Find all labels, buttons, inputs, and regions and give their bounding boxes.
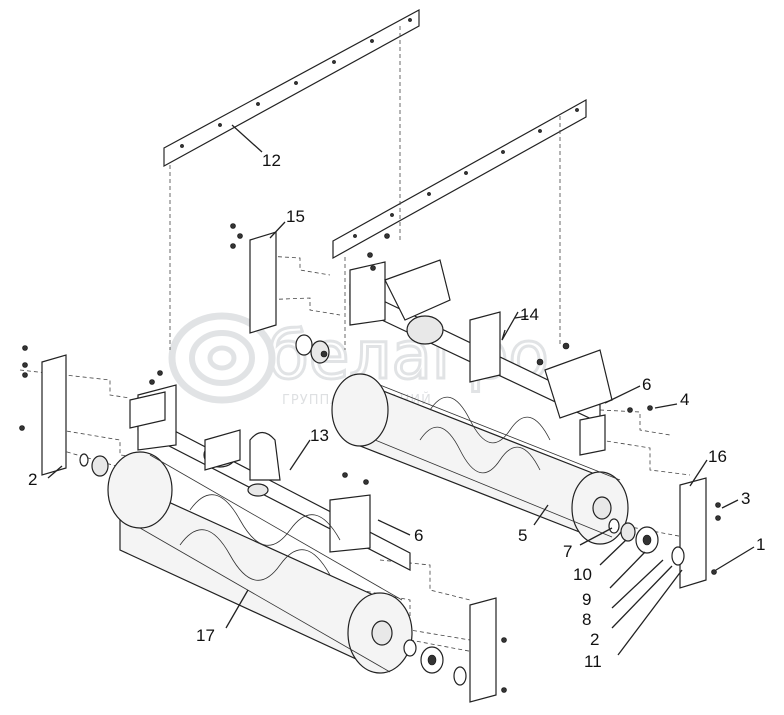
callout-2-left: 2 [28, 470, 37, 489]
callout-15: 15 [286, 207, 305, 226]
side-plate-front-right [469, 597, 497, 703]
flat-bar-lower [332, 98, 587, 260]
callout-8: 8 [582, 610, 591, 629]
callout-labels: 12 15 14 13 6 4 16 3 1 2 6 5 7 10 9 8 2 … [28, 151, 765, 671]
flat-bar-upper [163, 8, 420, 168]
callout-7: 7 [563, 542, 572, 561]
callout-12: 12 [262, 151, 281, 170]
side-plate-15 [249, 231, 277, 334]
callout-6-front: 6 [414, 526, 423, 545]
bar-holes [180, 18, 579, 238]
front-drum [107, 451, 413, 674]
callout-16: 16 [708, 447, 727, 466]
callout-13: 13 [310, 426, 329, 445]
callout-3: 3 [741, 489, 750, 508]
side-plate-left [41, 354, 67, 476]
leader-lines [47, 124, 755, 656]
callout-10: 10 [573, 565, 592, 584]
callout-4: 4 [680, 390, 689, 409]
callout-2-right: 2 [590, 630, 599, 649]
callout-6-rear: 6 [642, 375, 651, 394]
front-roller-frame [129, 384, 411, 571]
bolts [19, 223, 721, 693]
rear-roller-frame [349, 259, 613, 456]
callout-17: 17 [196, 626, 215, 645]
callout-1: 1 [756, 535, 765, 554]
bearing-set-rear [608, 518, 685, 566]
callout-5: 5 [518, 526, 527, 545]
callout-9: 9 [582, 590, 591, 609]
bearing-set-left [79, 334, 330, 477]
callout-11: 11 [584, 652, 602, 671]
bearing-set-front [403, 639, 467, 686]
callout-14: 14 [520, 305, 539, 324]
side-plate-16 [679, 477, 707, 589]
